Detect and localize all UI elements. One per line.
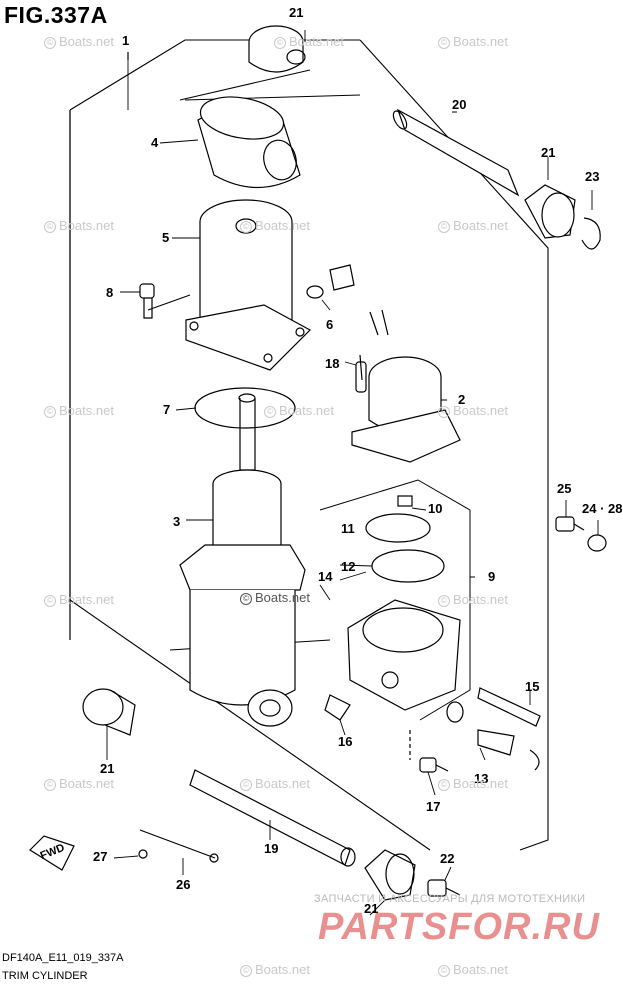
- copyright-icon: ©: [44, 779, 56, 791]
- callout-7[interactable]: 7: [163, 402, 171, 417]
- copyright-icon: ©: [274, 37, 286, 49]
- copyright-icon: ©: [438, 965, 450, 977]
- copyright-icon: ©: [438, 221, 450, 233]
- fitting-6: [306, 264, 355, 299]
- shop-brand-logo: PARTSFOR.RU: [318, 906, 600, 948]
- assembly-boundary-line-left: [147, 69, 361, 651]
- callout-26[interactable]: 26: [176, 877, 191, 892]
- callout-23[interactable]: 23: [585, 169, 600, 184]
- figure-title: FIG.337A: [4, 2, 108, 28]
- callout-20[interactable]: 20: [452, 97, 467, 112]
- copyright-icon: ©: [240, 965, 252, 977]
- valve-body: [347, 599, 461, 711]
- callout-1[interactable]: 1: [122, 33, 130, 48]
- watermark: ©Boats.net: [438, 218, 508, 233]
- callout-25[interactable]: 25: [557, 481, 572, 496]
- callout-17[interactable]: 17: [426, 799, 441, 814]
- callout-16[interactable]: 16: [338, 734, 353, 749]
- callout-19[interactable]: 19: [264, 841, 279, 856]
- copyright-icon: ©: [264, 406, 276, 418]
- bushing-lower: [364, 849, 416, 901]
- shop-caption: ЗАПЧАСТИ И АКСЕССУАРЫ ДЛЯ МОТОТЕХНИКИ: [314, 893, 586, 905]
- watermark: ©Boats.net: [44, 218, 114, 233]
- callout-3[interactable]: 3: [173, 514, 181, 529]
- screw-16: [324, 694, 351, 721]
- callout-6[interactable]: 6: [326, 317, 334, 332]
- screw-17: [419, 757, 449, 773]
- watermark: ©Boats.net: [44, 403, 114, 418]
- watermark: ©Boats.net: [274, 34, 344, 49]
- copyright-icon: ©: [438, 779, 450, 791]
- watermark: ©Boats.net: [264, 403, 334, 418]
- copyright-icon: ©: [44, 221, 56, 233]
- callout-14[interactable]: 14: [318, 569, 333, 584]
- figure-name: TRIM CYLINDER: [2, 970, 88, 982]
- valve-pin-15: [477, 687, 541, 727]
- bushing-top: [248, 25, 306, 73]
- copyright-icon: ©: [240, 779, 252, 791]
- callout-27[interactable]: 27: [93, 849, 108, 864]
- copyright-icon: ©: [438, 406, 450, 418]
- watermark: ©Boats.net: [240, 590, 310, 605]
- copyright-icon: ©: [240, 221, 252, 233]
- callout-11[interactable]: 11: [341, 521, 355, 536]
- callout-5[interactable]: 5: [162, 230, 170, 245]
- watermark: ©Boats.net: [438, 592, 508, 607]
- callout-15[interactable]: 15: [525, 679, 540, 694]
- copyright-icon: ©: [44, 37, 56, 49]
- cylinder-cover: [197, 96, 301, 189]
- figure-code: DF140A_E11_019_337A: [2, 952, 124, 964]
- callout-13[interactable]: 13: [474, 771, 489, 786]
- bolt-22: [427, 879, 461, 897]
- screw-8: [139, 283, 155, 319]
- leaders: [106, 30, 599, 916]
- bolt-25: [555, 516, 585, 532]
- copyright-icon: ©: [240, 593, 252, 605]
- watermark: ©Boats.net: [438, 962, 508, 977]
- callout-2[interactable]: 2: [458, 392, 466, 407]
- watermark: ©Boats.net: [240, 776, 310, 791]
- snap-ring-23: [581, 217, 601, 250]
- check-valve-parts: [365, 495, 445, 583]
- watermark: ©Boats.net: [240, 218, 310, 233]
- ground-lead-26: [139, 829, 216, 859]
- copyright-icon: ©: [44, 595, 56, 607]
- callout-24-28[interactable]: 24 · 28: [582, 501, 623, 516]
- washer-24-28: [587, 534, 607, 552]
- callout-4[interactable]: 4: [151, 135, 159, 150]
- callout-21[interactable]: 21: [541, 145, 556, 160]
- pin-20: [392, 108, 520, 197]
- callout-9[interactable]: 9: [488, 569, 496, 584]
- callout-21[interactable]: 21: [100, 761, 115, 776]
- bushing-right: [524, 184, 576, 239]
- copyright-icon: ©: [438, 595, 450, 607]
- watermark: ©Boats.net: [44, 776, 114, 791]
- copyright-icon: ©: [438, 37, 450, 49]
- bushing-lower-left: [82, 688, 136, 736]
- trim-motor: [351, 309, 461, 463]
- watermark: ©Boats.net: [44, 34, 114, 49]
- watermark: ©Boats.net: [240, 962, 310, 977]
- piston-rod-cylinder: [179, 393, 306, 727]
- copyright-icon: ©: [44, 406, 56, 418]
- watermark: ©Boats.net: [44, 592, 114, 607]
- pin-19: [189, 769, 356, 867]
- valve-body-boundary: [319, 479, 471, 721]
- callout-21[interactable]: 21: [289, 5, 304, 20]
- callout-10[interactable]: 10: [428, 501, 443, 516]
- watermark: ©Boats.net: [438, 403, 508, 418]
- fwd-arrow-icon: [29, 835, 75, 871]
- callout-18[interactable]: 18: [325, 356, 340, 371]
- manual-valve-13: [446, 701, 540, 771]
- watermark: ©Boats.net: [438, 776, 508, 791]
- watermark: ©Boats.net: [438, 34, 508, 49]
- callout-22[interactable]: 22: [440, 851, 455, 866]
- callout-8[interactable]: 8: [106, 285, 114, 300]
- leader-line: [69, 52, 129, 640]
- callout-21[interactable]: 21: [364, 901, 379, 916]
- callout-12[interactable]: 12: [341, 559, 356, 574]
